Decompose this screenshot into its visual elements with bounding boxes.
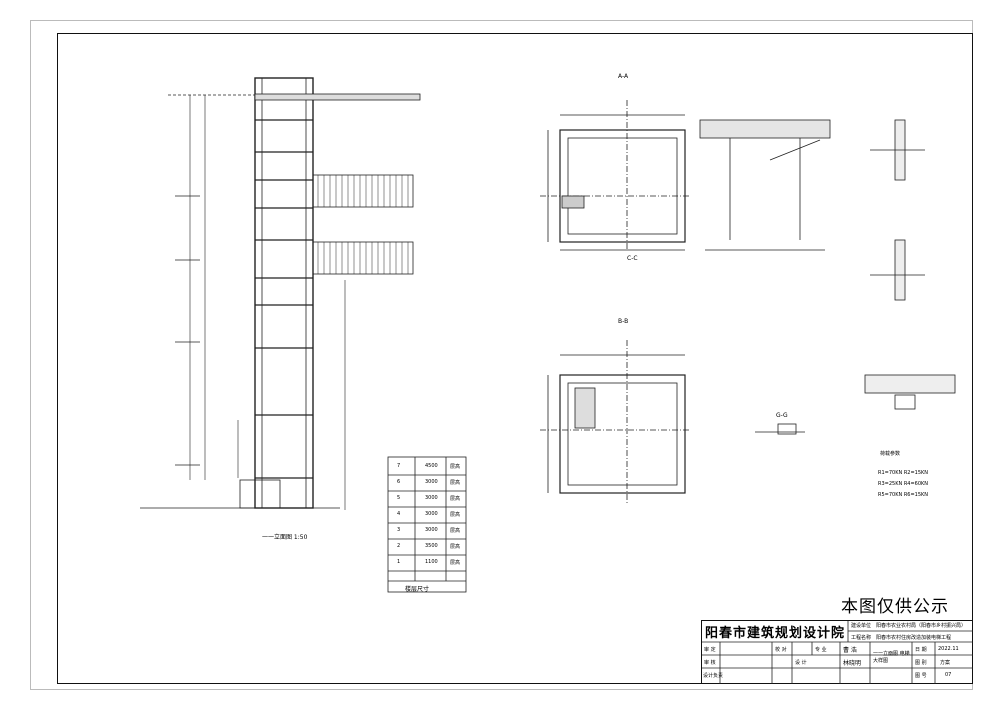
schedule-note: 层高 bbox=[450, 528, 461, 534]
design-lead-label: 设计负责 bbox=[703, 673, 724, 679]
schedule-note: 层高 bbox=[450, 464, 461, 470]
schedule-floor: 6 bbox=[397, 479, 401, 485]
chief-label: 专 业 bbox=[815, 647, 827, 653]
schedule-height: 4500 bbox=[425, 463, 438, 469]
stage-label: 图 别 bbox=[915, 660, 927, 666]
chief-name: 曹 浩 bbox=[843, 647, 857, 654]
schedule-floor: 5 bbox=[397, 495, 401, 501]
schedule-floor: 3 bbox=[397, 527, 401, 533]
schedule-height: 3000 bbox=[425, 511, 438, 517]
load-line: R5=70KN R6=15KN bbox=[878, 492, 929, 498]
schedule-note: 层高 bbox=[450, 512, 461, 518]
section-cc-label: C-C bbox=[627, 255, 638, 262]
schedule-floor: 1 bbox=[397, 559, 401, 565]
date-value: 2022.11 bbox=[938, 646, 959, 652]
schedule-height: 3500 bbox=[425, 543, 438, 549]
load-title: 荷载参数 bbox=[880, 451, 901, 457]
public-notice: 本图仅供公示 bbox=[841, 597, 949, 617]
schedule-floor: 4 bbox=[397, 511, 401, 517]
schedule-height: 3000 bbox=[425, 495, 438, 501]
review-label: 审 核 bbox=[704, 660, 716, 666]
section-aa-label: A-A bbox=[618, 73, 629, 80]
stage-value: 方案 bbox=[940, 660, 951, 666]
schedule-height: 3000 bbox=[425, 527, 438, 533]
project-label: 工程名称 bbox=[851, 635, 872, 641]
client-label: 建设单位 bbox=[851, 623, 872, 629]
schedule-height: 3000 bbox=[425, 479, 438, 485]
elevator-shaft bbox=[254, 77, 314, 509]
schedule-note: 层高 bbox=[450, 480, 461, 486]
number-label: 图 号 bbox=[915, 673, 927, 679]
schedule-note: 层高 bbox=[450, 560, 461, 566]
load-line: R1=70KN R2=15KN bbox=[878, 470, 929, 476]
section-bb-label: B-B bbox=[618, 318, 629, 325]
drawing-name: 一一立面图 电梯大样图 bbox=[873, 651, 910, 664]
designer-name: 林晓明 bbox=[843, 660, 862, 667]
drawing-border bbox=[57, 33, 973, 684]
section-gg-label: G-G bbox=[776, 412, 788, 419]
schedule-floor: 2 bbox=[397, 543, 401, 549]
project-value: 阳春市农村住房改造加装电梯工程 bbox=[876, 635, 952, 641]
institute-name: 阳春市建筑规划设计院 bbox=[705, 626, 846, 641]
schedule-note: 层高 bbox=[450, 496, 461, 502]
client-value: 阳春市农业农村局（阳春市乡村振兴局） bbox=[876, 623, 967, 629]
number-value: 07 bbox=[945, 672, 952, 678]
section-title: 一一立面图 1:50 bbox=[262, 534, 308, 541]
title-block bbox=[701, 620, 973, 684]
proofread-label: 校 对 bbox=[775, 647, 787, 653]
approve-label: 审 定 bbox=[704, 647, 716, 653]
schedule-height: 1100 bbox=[425, 559, 438, 565]
schedule-floor: 7 bbox=[397, 463, 401, 469]
designer-label: 设 计 bbox=[795, 660, 807, 666]
date-label: 日 期 bbox=[915, 647, 927, 653]
schedule-note: 层高 bbox=[450, 544, 461, 550]
load-line: R3=25KN R4=60KN bbox=[878, 481, 929, 487]
schedule-title: 楼层尺寸 bbox=[405, 586, 430, 593]
